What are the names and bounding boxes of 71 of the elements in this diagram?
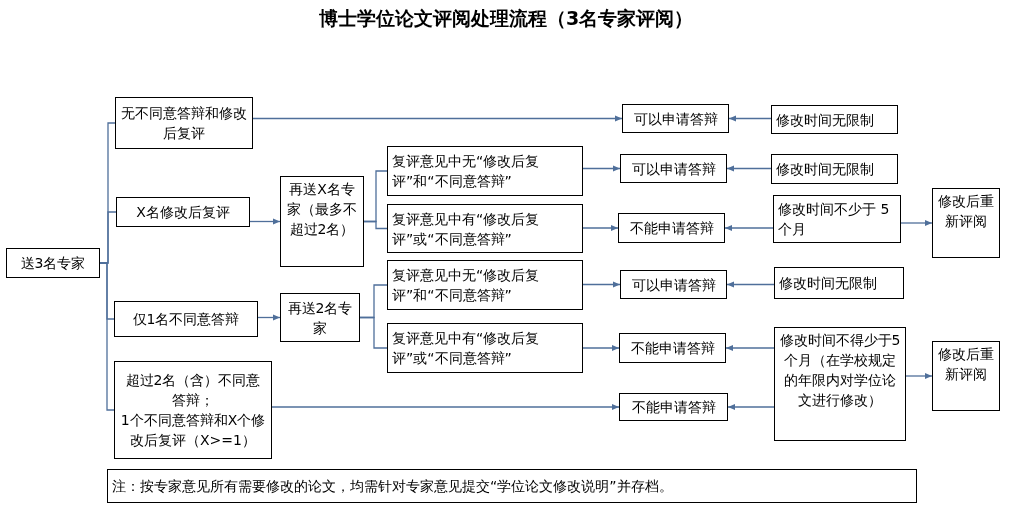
box-text: 复评意见中有“修改后复评”或“不同意答辩” xyxy=(392,209,541,249)
box-text: 可以申请答辩 xyxy=(630,159,717,179)
arrow xyxy=(257,314,281,321)
process-box xyxy=(622,104,729,133)
box-text: 超过2名（含）不同意答辩； xyxy=(124,371,262,410)
box-text: 送3名专家 xyxy=(19,254,87,273)
process-box xyxy=(619,333,726,363)
box-text: 不能申请答辩 xyxy=(628,219,715,238)
box-text: 可以申请答辩 xyxy=(630,275,717,295)
process-box xyxy=(618,213,725,243)
process-box xyxy=(114,301,258,337)
arrow xyxy=(582,225,619,231)
box-text: X名修改后复评 xyxy=(135,203,231,222)
arrow xyxy=(582,165,621,172)
box-text: 修改时间不少于 5个月 xyxy=(778,200,891,239)
arrow xyxy=(726,165,772,172)
box-text: 再送2名专家 xyxy=(286,298,354,338)
box-text: 无不同意答辩和修改后复评 xyxy=(120,104,248,143)
arrow xyxy=(727,404,775,410)
arrow xyxy=(582,281,621,288)
note-box xyxy=(107,469,917,503)
arrow xyxy=(725,345,775,351)
process-box xyxy=(620,270,727,299)
process-box xyxy=(387,323,583,373)
process-box xyxy=(774,327,906,441)
process-box xyxy=(6,248,100,278)
process-box xyxy=(115,97,253,149)
process-box xyxy=(387,204,583,253)
arrow xyxy=(724,225,774,231)
process-box xyxy=(620,154,727,183)
box-text: 仅1名不同意答辩 xyxy=(131,310,241,329)
process-box xyxy=(774,267,904,299)
box-text: 修改时间无限制 xyxy=(779,274,878,293)
process-box xyxy=(771,105,898,134)
process-box xyxy=(114,361,272,459)
note-text: 注：按专家意见所有需要修改的论文，均需针对专家意见提交“学位论文修改说明”并存档。 xyxy=(112,477,674,496)
process-box xyxy=(773,195,901,243)
box-text: 复评意见中无“修改后复评”和“不同意答辩” xyxy=(392,152,541,191)
process-box xyxy=(387,260,583,310)
box-text: 再送X名专家（最多不超过2名） xyxy=(286,180,358,239)
connector-line xyxy=(359,316,388,349)
process-box xyxy=(387,146,583,196)
connector-line xyxy=(363,220,388,230)
arrow xyxy=(728,115,772,122)
arrow xyxy=(271,404,620,410)
arrow xyxy=(252,115,623,122)
box-text: 修改时间无限制 xyxy=(776,160,875,179)
box-text: 复评意见中无“修改后复评”和“不同意答辩” xyxy=(392,266,541,305)
process-box xyxy=(280,176,364,267)
box-text: 修改时间不得少于5个月（在学校规定的年限内对学位论文进行修改） xyxy=(779,331,901,410)
box-text: 修改时间无限制 xyxy=(776,110,875,130)
box-text: 不能申请答辩 xyxy=(629,339,716,358)
box-text: 修改后重新评阅 xyxy=(937,192,995,231)
arrow xyxy=(582,345,620,351)
box-text: 复评意见中有“修改后复评”或“不同意答辩” xyxy=(392,329,541,368)
box-text: 可以申请答辩 xyxy=(632,109,719,129)
process-box xyxy=(932,188,1000,258)
process-box xyxy=(619,393,728,421)
arrow xyxy=(249,218,281,225)
process-box xyxy=(280,293,360,342)
process-box xyxy=(932,341,1000,411)
process-box xyxy=(771,154,898,184)
connector-line xyxy=(99,262,115,411)
process-box xyxy=(116,197,250,227)
box-text: 1个不同意答辩和X个修改后复评（X>=1） xyxy=(119,411,267,450)
title: 博士学位论文评阅处理流程（3名专家评阅） xyxy=(318,6,694,31)
box-text: 不能申请答辩 xyxy=(630,398,717,417)
box-text: 修改后重新评阅 xyxy=(937,345,995,384)
arrow xyxy=(900,220,933,226)
arrow xyxy=(905,373,933,379)
arrow xyxy=(726,281,775,288)
